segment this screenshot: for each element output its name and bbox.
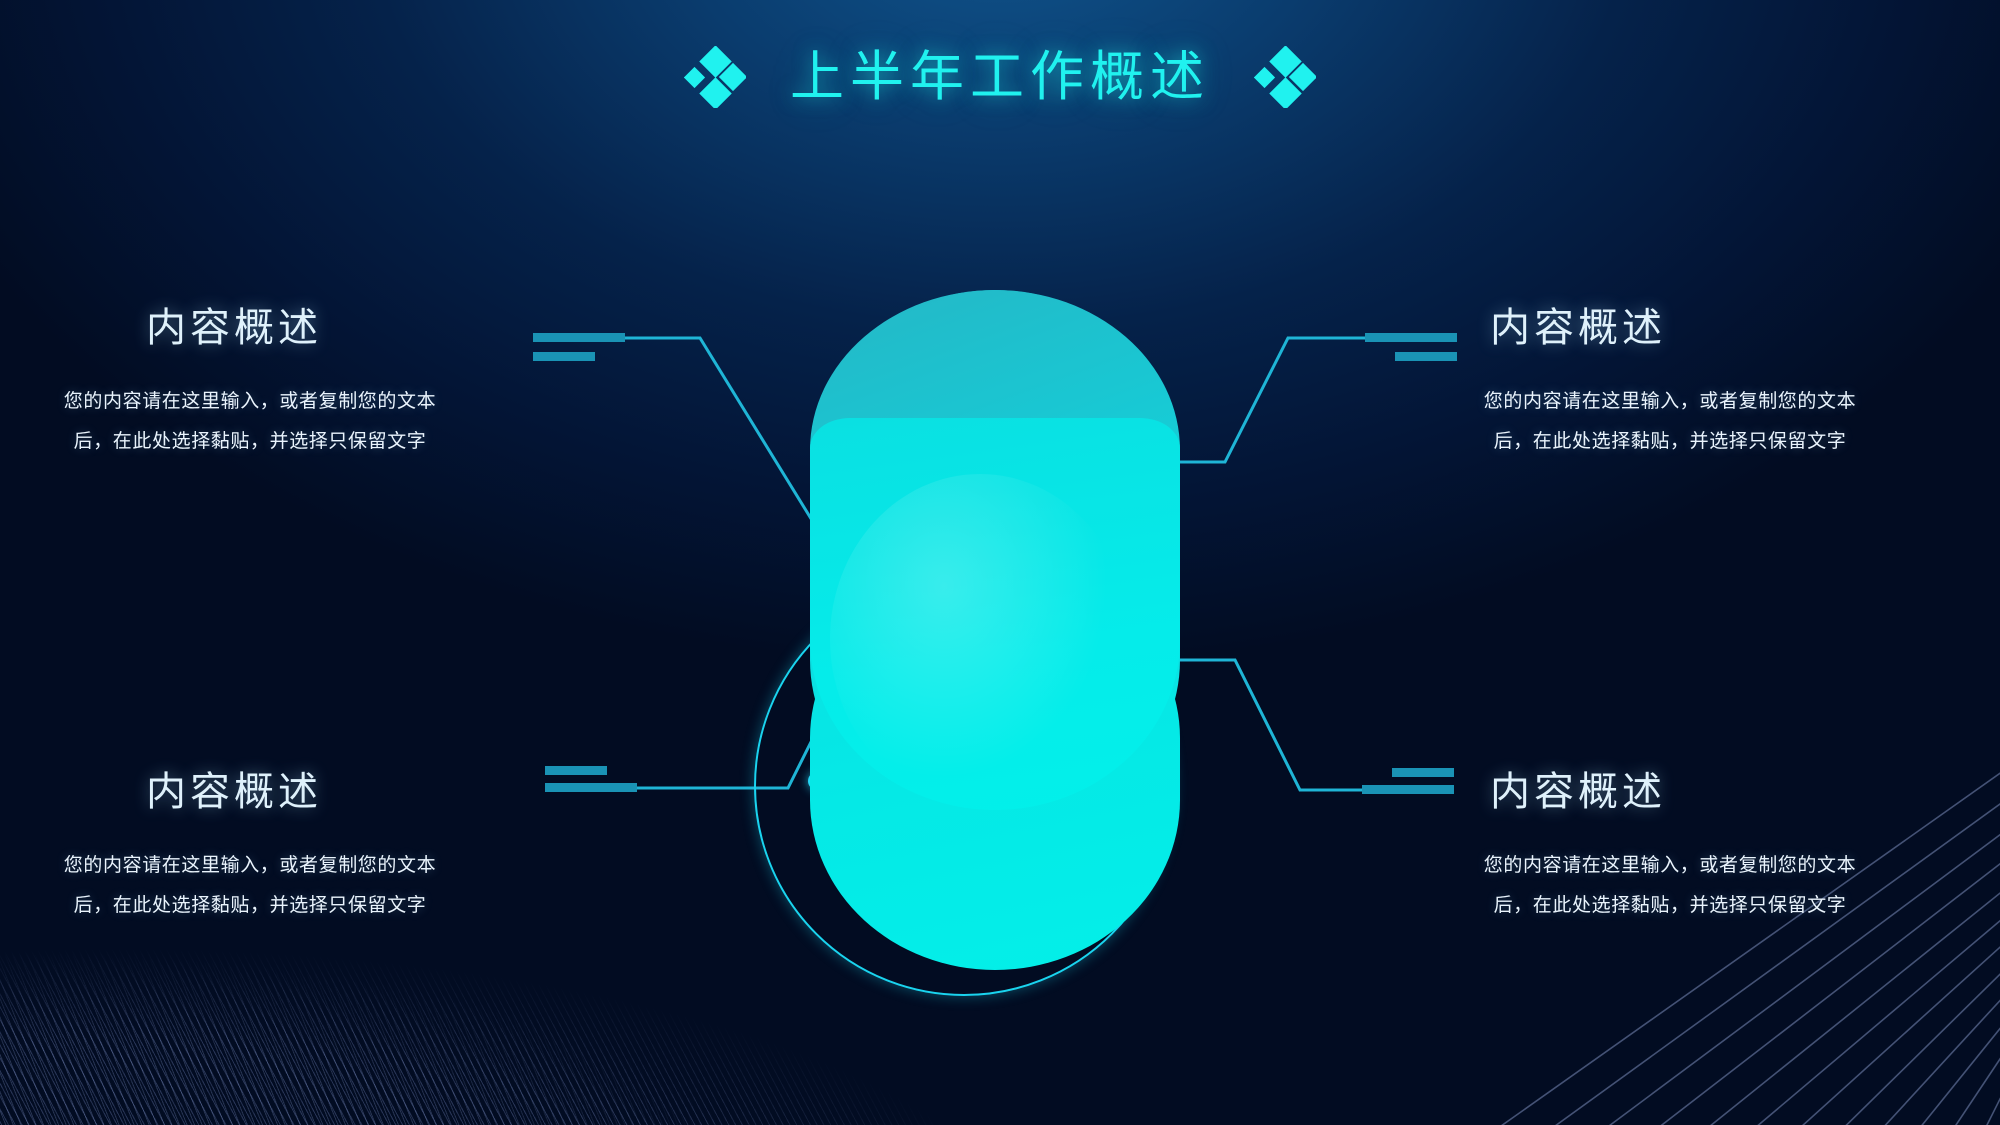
content-block-top-right-body: 您的内容请在这里输入，或者复制您的文本 后，在此处选择黏贴，并选择只保留文字 [1370,382,1930,462]
content-block-top-right-body-line2: 后，在此处选择黏贴，并选择只保留文字 [1493,431,1847,452]
content-block-top-left-body-line1: 您的内容请在这里输入，或者复制您的文本 [63,391,437,412]
content-block-bottom-right-heading: 内容概述 [1490,770,1666,814]
capsule-highlight [830,474,1130,804]
content-block-top-left-body: 您的内容请在这里输入，或者复制您的文本 后，在此处选择黏贴，并选择只保留文字 [0,382,550,462]
dash-marker-top-right-long [1365,333,1457,342]
content-block-bottom-left-body-line1: 您的内容请在这里输入，或者复制您的文本 [63,855,437,876]
dash-marker-top-left-short [533,352,595,361]
page-title: 上半年工作概述 [790,47,1210,107]
content-block-bottom-right-body-line1: 您的内容请在这里输入，或者复制您的文本 [1483,855,1857,876]
dash-marker-bottom-left-short [545,766,607,775]
capsule-body-fill [810,418,1180,810]
content-block-top-right-heading: 内容概述 [1490,306,1666,350]
dash-marker-bottom-left-long [545,783,637,792]
diamond-cluster-icon-right [1254,46,1316,108]
content-block-top-right: 内容概述 您的内容请在这里输入，或者复制您的文本 后，在此处选择黏贴，并选择只保… [1370,308,1930,462]
content-block-top-left: 内容概述 您的内容请在这里输入，或者复制您的文本 后，在此处选择黏贴，并选择只保… [0,308,550,462]
slide-title-row: 上半年工作概述 [0,46,2000,108]
content-block-bottom-right: 内容概述 您的内容请在这里输入，或者复制您的文本 后，在此处选择黏贴，并选择只保… [1370,772,1930,926]
dash-marker-bottom-right-long [1362,785,1454,794]
content-block-bottom-left-heading: 内容概述 [146,770,322,814]
diamond-cluster-icon-left [684,46,746,108]
content-block-top-left-body-line2: 后，在此处选择黏贴，并选择只保留文字 [73,431,427,452]
content-block-top-left-heading: 内容概述 [146,306,322,350]
content-block-bottom-left: 内容概述 您的内容请在这里输入，或者复制您的文本 后，在此处选择黏贴，并选择只保… [0,772,550,926]
content-block-bottom-left-body-line2: 后，在此处选择黏贴，并选择只保留文字 [73,895,427,916]
dash-marker-top-right-short [1395,352,1457,361]
content-block-top-right-body-line1: 您的内容请在这里输入，或者复制您的文本 [1483,391,1857,412]
dash-marker-top-left-long [533,333,625,342]
content-block-bottom-right-body-line2: 后，在此处选择黏贴，并选择只保留文字 [1493,895,1847,916]
content-block-bottom-left-body: 您的内容请在这里输入，或者复制您的文本 后，在此处选择黏贴，并选择只保留文字 [0,846,550,926]
content-block-bottom-right-body: 您的内容请在这里输入，或者复制您的文本 后，在此处选择黏贴，并选择只保留文字 [1370,846,1930,926]
center-graphic [702,268,1298,996]
dash-marker-bottom-right-short [1392,768,1454,777]
